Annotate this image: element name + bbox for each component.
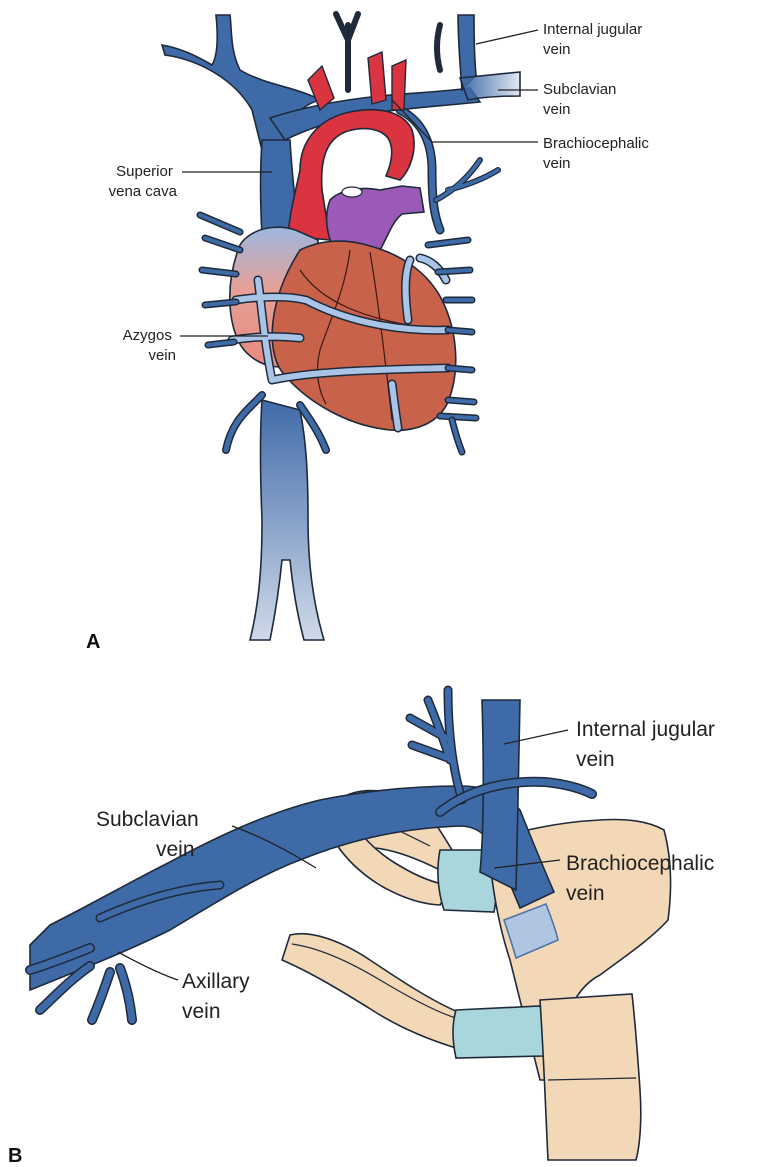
panel-a: Internal jugular vein Subclavian vein Br… (86, 14, 653, 653)
label-b-axillary: Axillary vein (182, 970, 256, 1023)
neck-vein-branches (336, 14, 440, 90)
label-a-brachiocephalic: Brachiocephalic vein (543, 135, 653, 172)
second-rib (282, 934, 458, 1048)
panel-a-letter: A (86, 631, 100, 653)
internal-jugular-b (480, 700, 520, 890)
label-b-subclavian: Subclavian vein (96, 808, 205, 861)
inferior-vein-column (250, 400, 324, 640)
panel-b: Internal jugular vein Subclavian vein Br… (8, 690, 721, 1167)
label-a-subclavian: Subclavian vein (543, 81, 621, 118)
panel-b-letter: B (8, 1145, 22, 1167)
label-a-superior-vena-cava: Superior vena cava (109, 163, 178, 200)
costal-cartilage-lower (453, 1006, 546, 1058)
sternum-body (540, 994, 641, 1160)
label-a-azygos: Azygos vein (123, 327, 176, 364)
label-a-internal-jugular: Internal jugular vein (543, 21, 646, 58)
label-b-internal-jugular: Internal jugular vein (576, 718, 721, 771)
leader-a-internal-jugular (476, 30, 538, 44)
